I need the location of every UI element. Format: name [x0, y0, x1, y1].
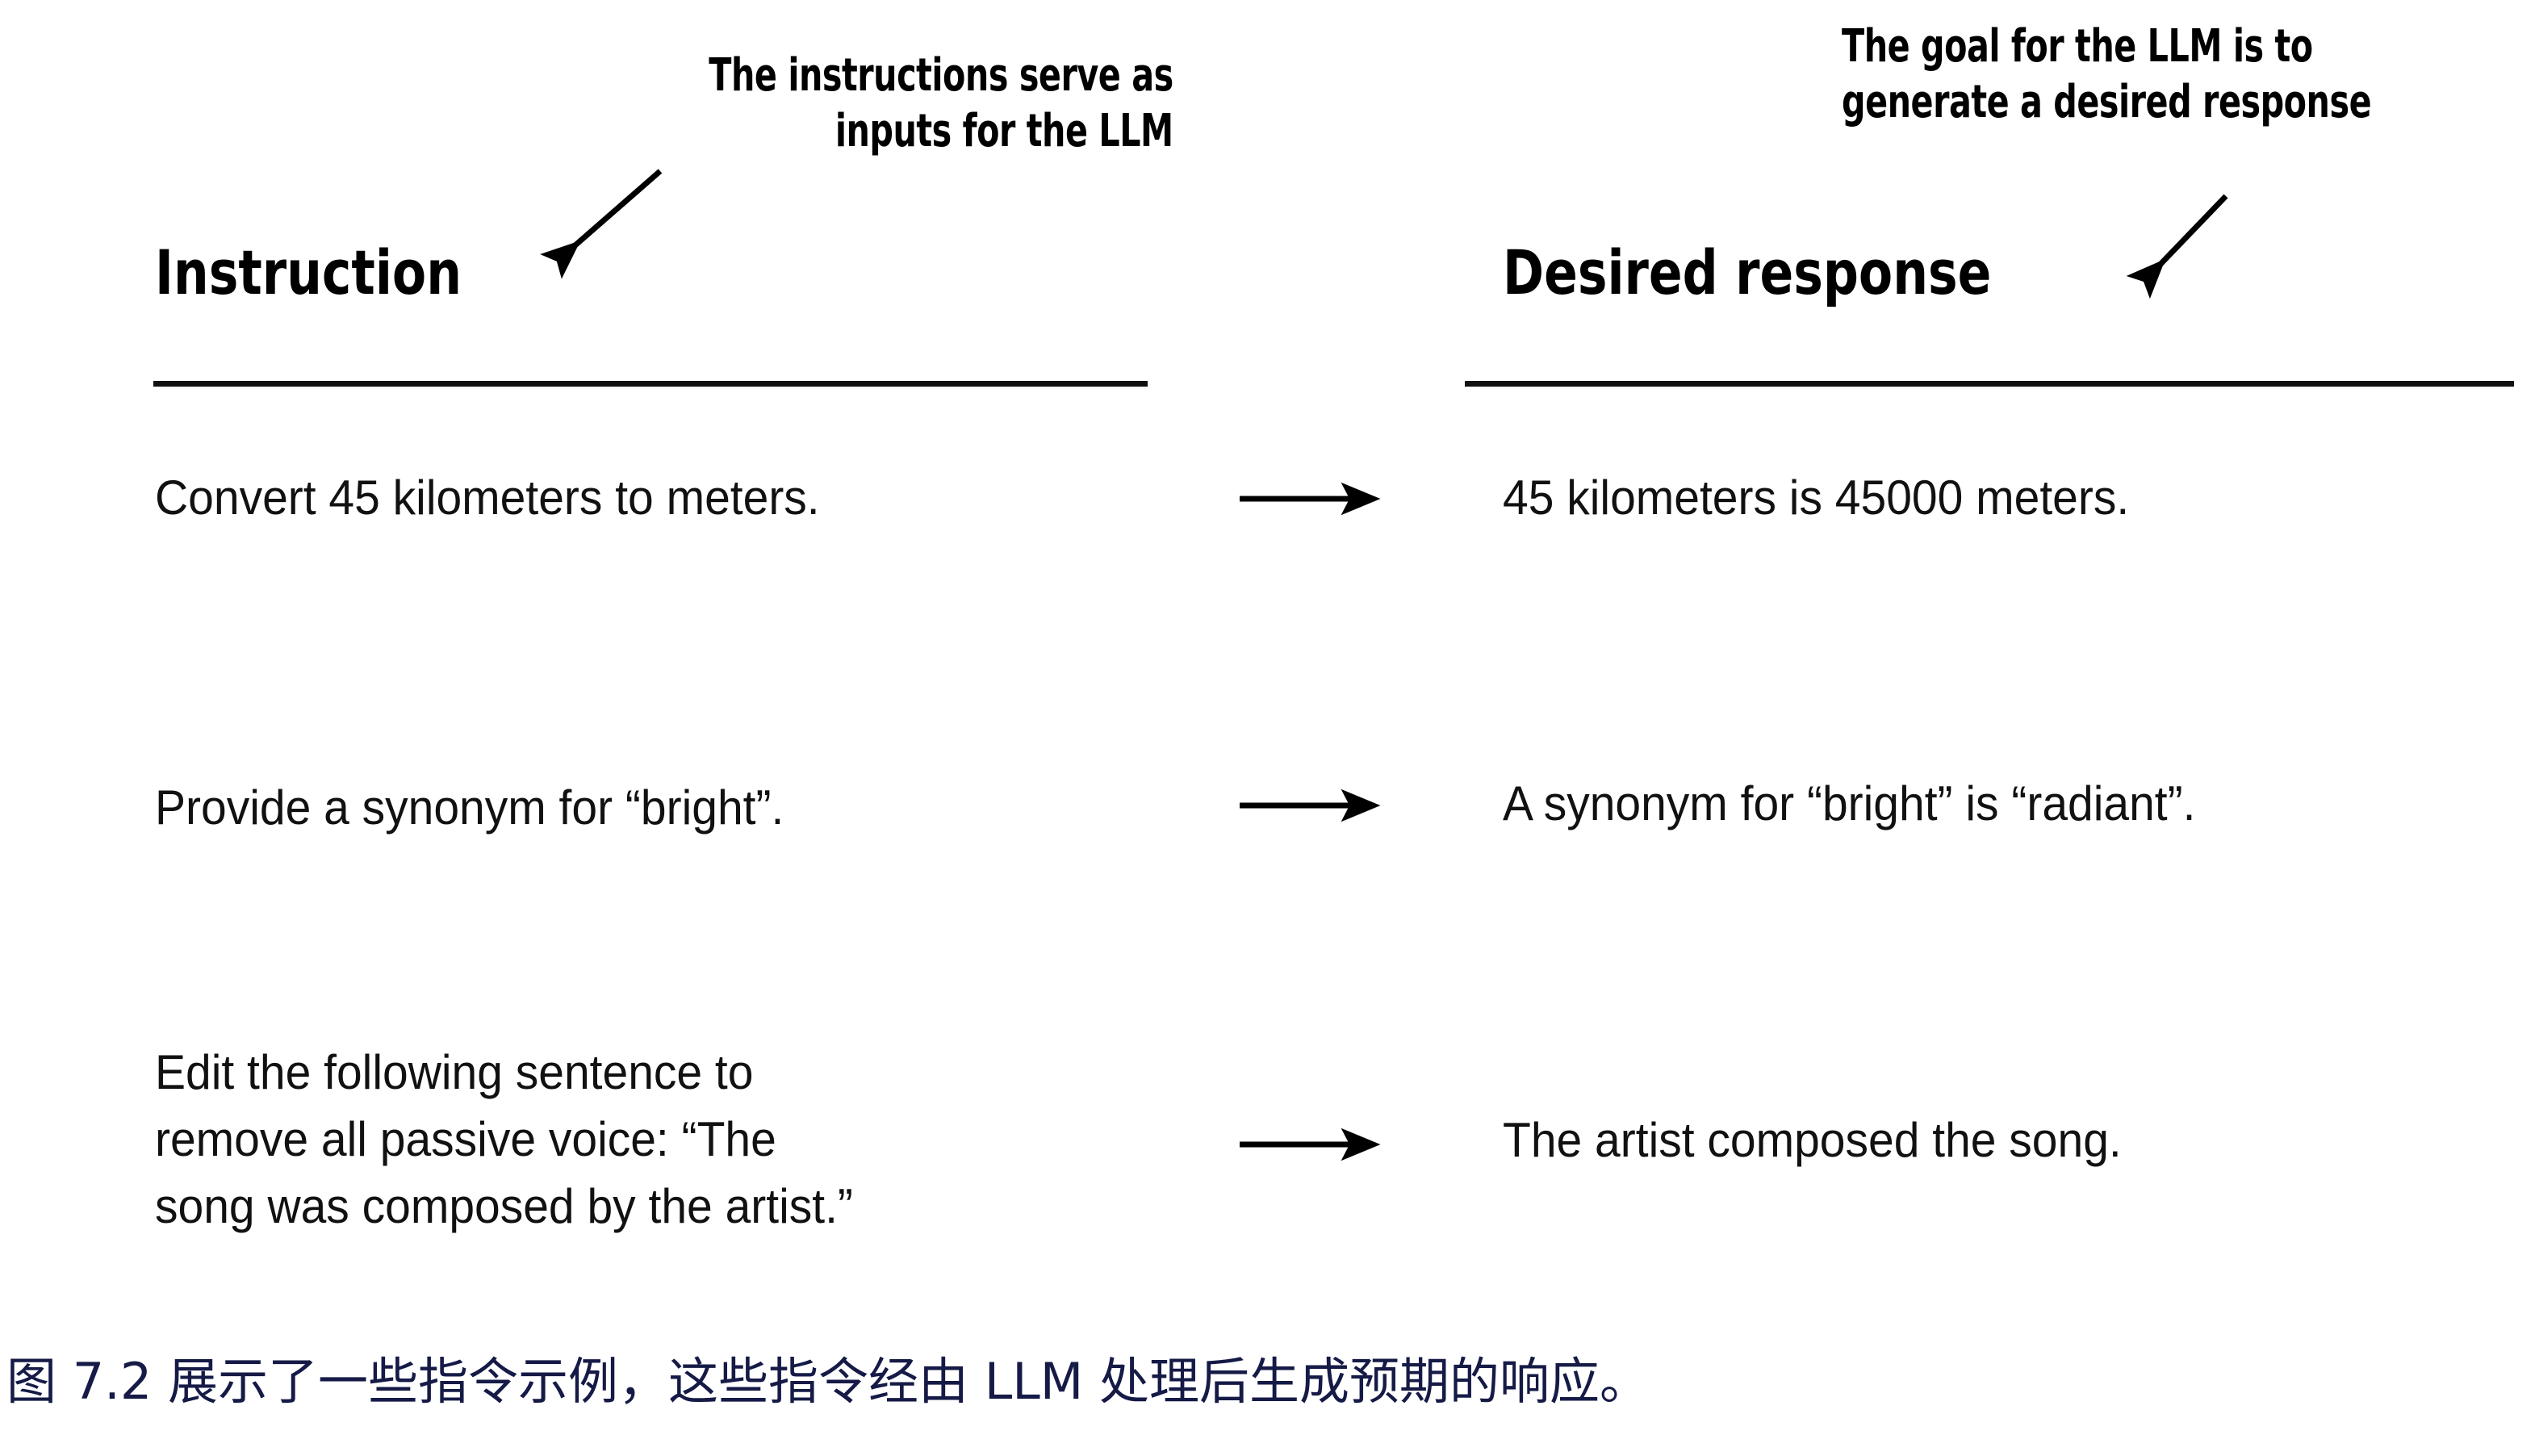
- callout-instruction-line-2: inputs for the LLM: [834, 104, 1173, 157]
- right-arrow-icon: [1240, 789, 1381, 822]
- callout-instruction-note: The instructions serve as inputs for the…: [709, 48, 1173, 160]
- heading-rule-right: [1465, 381, 2514, 387]
- response-text-row-2: A synonym for “bright” is “radiant”.: [1503, 776, 2196, 831]
- response-text-row-3: The artist composed the song.: [1503, 1113, 2122, 1167]
- response-text-row-1: 45 kilometers is 45000 meters.: [1503, 471, 2130, 525]
- instruction-text-row-3: Edit the following sentence to remove al…: [155, 1045, 853, 1233]
- figure-caption: 图 7.2 展示了一些指令示例，这些指令经由 LLM 处理后生成预期的响应。: [6, 1352, 1650, 1411]
- instruction-text-row-2: Provide a synonym for “bright”.: [155, 780, 784, 835]
- right-arrow-icon: [1240, 1128, 1381, 1161]
- diagonal-arrow-down-left-icon: [540, 169, 663, 279]
- instruction-response-figure: The instructions serve as inputs for the…: [153, 19, 2514, 1233]
- right-arrow-icon: [1240, 482, 1381, 516]
- callout-goal-line-2: generate a desired response: [1842, 75, 2372, 128]
- callout-goal-line-1: The goal for the LLM is to: [1842, 20, 2313, 73]
- diagonal-arrow-down-left-icon: [2126, 194, 2228, 299]
- heading-rule-left: [153, 381, 1148, 387]
- instruction-text-row-1: Convert 45 kilometers to meters.: [155, 471, 820, 525]
- column-heading-instruction: Instruction: [155, 236, 462, 308]
- callout-desired-response-note: The goal for the LLM is to generate a de…: [1842, 19, 2372, 131]
- callout-instruction-line-1: The instructions serve as: [709, 49, 1173, 102]
- column-heading-desired-response: Desired response: [1503, 236, 1992, 308]
